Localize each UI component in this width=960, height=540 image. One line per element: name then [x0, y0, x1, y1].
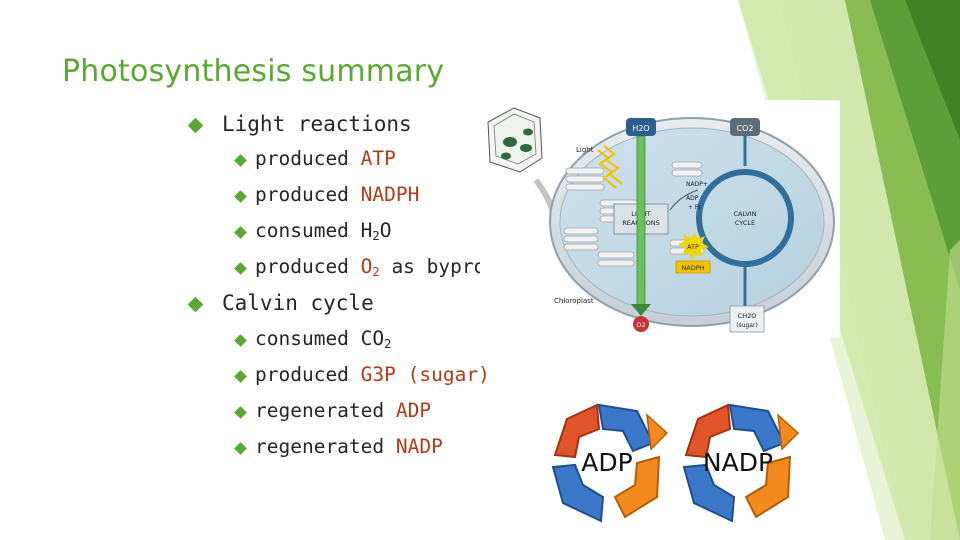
bullet-light-reactions: Light reactions — [222, 112, 412, 136]
plant-cell-sketch — [487, 107, 557, 215]
sub-bullet-item: regenerated NADP — [255, 435, 443, 458]
nadp-plus-label: NADP+ — [686, 181, 708, 188]
recycle-adp-icon: ADP — [551, 403, 669, 523]
atp-label: ATP — [687, 243, 699, 251]
ch2o-label: CH2O — [738, 312, 757, 320]
adp-label: ADP — [686, 195, 699, 202]
pi-label: + Pi — [688, 204, 700, 211]
chloroplast-label: Chloroplast — [554, 297, 594, 305]
sub-bullet-item: consumed H2O — [255, 219, 392, 244]
calvin-cycle-label: CALVIN — [733, 210, 756, 218]
slide-title: Photosynthesis summary — [62, 54, 445, 89]
recycle-nadp-label: NADP — [703, 448, 773, 477]
h2o-label: H2O — [632, 124, 649, 133]
nadph-label: NADPH — [681, 264, 704, 272]
co2-label: CO2 — [737, 124, 754, 133]
recycle-nadp-icon: NADP — [682, 403, 800, 523]
light-zigzag-icon — [597, 145, 623, 189]
sub-bullet-item: consumed CO2 — [255, 327, 392, 352]
sub-bullet-item: regenerated ADP — [255, 399, 432, 422]
svg-text:CYCLE: CYCLE — [735, 219, 755, 227]
sub-bullet-item: produced G3P (sugar) — [255, 363, 490, 386]
recycle-adp-label: ADP — [581, 448, 632, 477]
chloroplast-diagram: LIGHT REACTIONS H2O O2 Light CO2 CALVIN … — [480, 100, 840, 338]
bullet-calvin-cycle: Calvin cycle — [222, 291, 374, 315]
o2-label: O2 — [636, 321, 645, 329]
light-label: Light — [576, 146, 594, 154]
sub-bullet-item: produced ATP — [255, 147, 396, 170]
sub-bullet-item: produced NADPH — [255, 183, 420, 206]
svg-text:(sugar): (sugar) — [736, 322, 758, 329]
